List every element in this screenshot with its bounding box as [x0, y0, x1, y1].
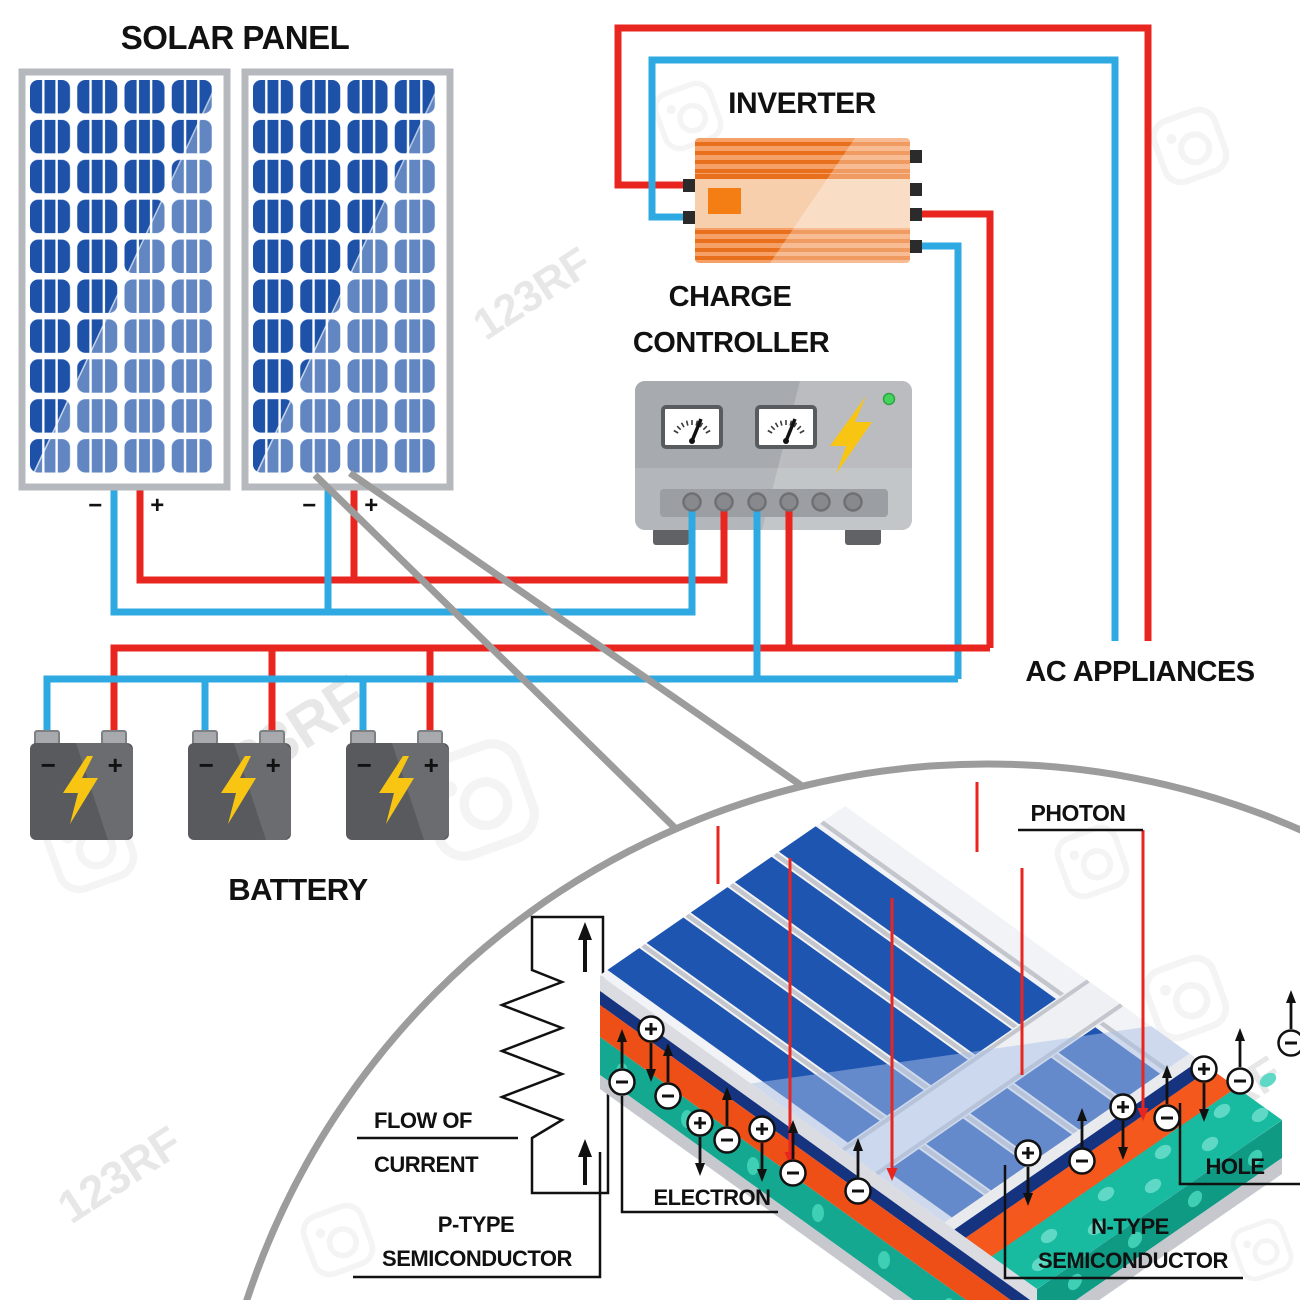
pv-layer-ntype-side: [600, 1037, 967, 1300]
charge-controller-foot-right: [845, 528, 881, 545]
flow-of-current-label-2: CURRENT: [374, 1152, 479, 1177]
pv-layer-ptype-side: [600, 1005, 1011, 1300]
power-led: [882, 392, 896, 406]
battery-title: BATTERY: [228, 872, 368, 907]
hole-particle: [748, 1115, 776, 1182]
wire-red-ac: [614, 24, 1152, 641]
wire-blue-ac: [648, 56, 1119, 641]
hole-particle: [637, 1015, 665, 1082]
ac-appliances-title: AC APPLIANCES: [1025, 656, 1254, 688]
gauge-left: [661, 405, 723, 449]
magnifier-circle: [243, 760, 1300, 1300]
hole-label: HOLE: [1205, 1154, 1264, 1179]
charge-controller: [635, 381, 912, 545]
photon-arrowhead: [1137, 1108, 1149, 1121]
charge-controller-title-1: CHARGE: [669, 281, 792, 313]
flow-of-current-label-1: FLOW OF: [374, 1108, 472, 1133]
watermark-text: 123RF: [48, 1116, 190, 1233]
p-type-label-1: P-TYPE: [438, 1212, 514, 1237]
solar-panel-2: [245, 72, 450, 487]
photon-arrowhead: [886, 1168, 898, 1181]
electron-particle: [1226, 1028, 1254, 1095]
wire-blue-battery-bus: [43, 675, 958, 731]
wire-blue-inverter-battery: [920, 242, 962, 679]
wire-red-battery-bus: [110, 644, 990, 731]
electron-particle: [844, 1138, 872, 1205]
gauge-ticks: [673, 420, 805, 434]
photon-label: PHOTON: [1031, 800, 1126, 826]
battery-bank: [29, 730, 450, 841]
wiring: [43, 24, 1152, 731]
panel1-plus: +: [150, 492, 164, 519]
magnifier-line-1: [312, 472, 679, 832]
electron-particle: [713, 1087, 741, 1154]
hole-particle: [1109, 1093, 1137, 1160]
hole-particle: [686, 1109, 714, 1176]
circuit-resistor-loop: [498, 915, 610, 1195]
gauge-needle-right: [784, 418, 797, 442]
wire-blue-panel-bus: [110, 487, 696, 616]
panel2-plus: +: [364, 492, 378, 519]
charge-particles: [608, 990, 1300, 1206]
battery-2: [187, 730, 292, 841]
battery-3: [345, 730, 450, 841]
wire-red-inverter-battery: [920, 210, 994, 648]
wire-red-panel-bus: [136, 487, 728, 584]
external-circuit: [498, 915, 610, 1195]
solar-panel-title: SOLAR PANEL: [121, 19, 350, 56]
labels: SOLAR PANEL INVERTER CHARGE CONTROLLER A…: [121, 19, 1300, 1280]
pv-layer-silicon-side: [600, 991, 1031, 1300]
electron-particle: [608, 1029, 636, 1096]
gauge-right: [755, 405, 817, 449]
electron-particle: [1068, 1108, 1096, 1175]
inverter: [683, 138, 922, 263]
panel1-minus: −: [88, 492, 102, 519]
electron-particle: [779, 1120, 807, 1187]
electron-particle: [654, 1043, 682, 1110]
current-direction-arrows: [578, 922, 592, 1185]
inverter-indicator: [708, 188, 741, 214]
electron-label: ELECTRON: [654, 1185, 771, 1210]
hole-particle: [1190, 1055, 1218, 1122]
charge-controller-foot-left: [653, 528, 689, 545]
pv-cell-cutaway: [600, 806, 1282, 1300]
magnifier-line-2: [348, 470, 804, 789]
p-type-label-2: SEMICONDUCTOR: [382, 1246, 572, 1271]
solar-panel-1: [22, 72, 227, 487]
charge-controller-title-2: CONTROLLER: [633, 327, 830, 359]
photons: [716, 782, 1149, 1181]
panel2-minus: −: [302, 492, 316, 519]
electron-particle: [1277, 990, 1300, 1057]
watermark-text: 123RF: [464, 238, 599, 350]
inverter-title: INVERTER: [728, 87, 877, 120]
n-type-label-2: SEMICONDUCTOR: [1038, 1248, 1228, 1273]
pv-layer-base-side: [600, 1075, 914, 1300]
magnifier-callout: [243, 470, 1300, 1300]
lightning-icon: [830, 396, 872, 474]
charge-controller-ports: [682, 492, 863, 512]
gauge-needle-left: [690, 418, 703, 442]
hole-particle: [1014, 1139, 1042, 1206]
battery-1: [29, 730, 134, 841]
n-type-label-1: N-TYPE: [1091, 1214, 1169, 1239]
